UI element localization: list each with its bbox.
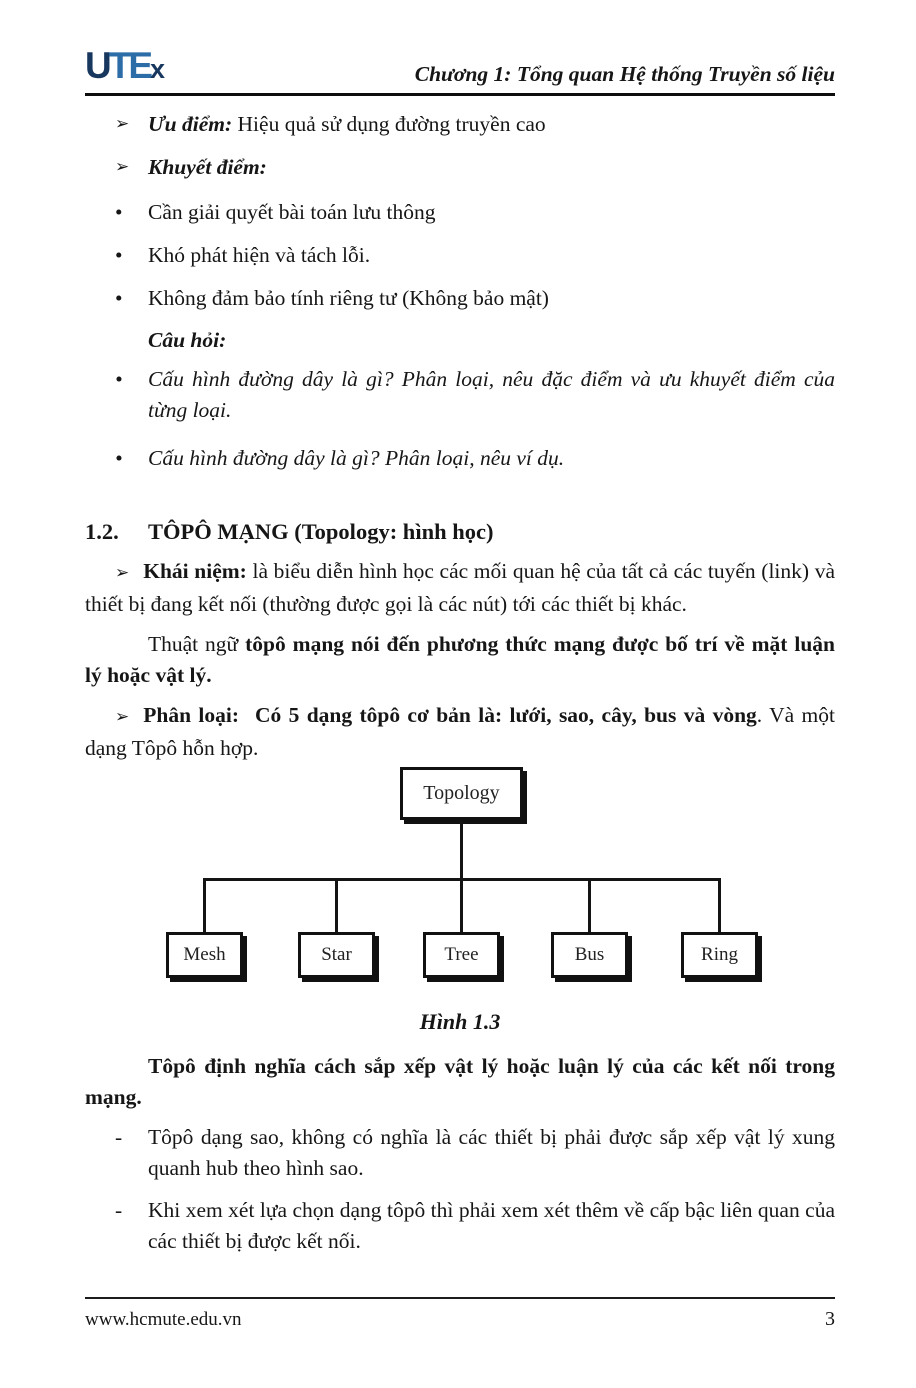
page-footer: www.hcmute.edu.vn 3 [85, 1297, 835, 1331]
disc-bullet-icon: • [115, 243, 123, 267]
classification-bold-text: Có 5 dạng tôpô cơ bản là: lưới, sao, cây… [255, 703, 757, 727]
classification-paragraph: ➢ Phân loại: Có 5 dạng tôpô cơ bản là: lướ… [85, 700, 835, 764]
term-paragraph: Thuật ngữ tôpô mạng nói đến phương thức … [85, 629, 835, 691]
questions-label: Câu hỏi: [148, 328, 227, 352]
term-lead: Thuật ngữ [148, 632, 246, 656]
diagram-root-node: Topology [400, 767, 523, 820]
concept-text: là biểu diễn hình học các mối quan hệ củ… [85, 559, 835, 616]
drawback-text: Không đảm bảo tính riêng tư (Không bảo m… [148, 286, 549, 310]
section-title: TÔPÔ MẠNG (Topology: hình học) [148, 519, 494, 544]
diagram-stub-line [460, 878, 463, 932]
dash-bullet: - [115, 1125, 123, 1149]
disc-bullet-icon: • [115, 286, 123, 310]
logo-part-te: TE [108, 45, 153, 86]
advantage-label: Ưu điểm: [148, 112, 233, 136]
arrow-bullet-icon: ➢ [115, 563, 130, 583]
classification-label: Phân loại: [143, 703, 239, 727]
logo-part-u: U [85, 45, 112, 86]
arrow-bullet-icon: ➢ [115, 114, 130, 134]
note-text: Tôpô dạng sao, không có nghĩa là các thi… [148, 1125, 835, 1180]
diagram-node-ring: Ring [681, 932, 758, 978]
page-header: UTEx Chương 1: Tổng quan Hệ thống Truyền… [85, 0, 835, 96]
classification-normal-text: . Và một dạng Tôpô hỗn hợp. [85, 703, 835, 760]
diagram-stub-line [203, 878, 206, 932]
section-heading: 1.2. TÔPÔ MẠNG (Topology: hình học) [85, 515, 835, 548]
advantage-item: ➢ Ưu điểm: Hiệu quả sử dụng đường truyền … [85, 109, 835, 140]
chapter-title: Chương 1: Tổng quan Hệ thống Truyền số l… [414, 62, 835, 86]
drawback-text: Khó phát hiện và tách lỗi. [148, 243, 371, 267]
concept-label: Khái niệm: [143, 559, 247, 583]
section-number: 1.2. [85, 519, 119, 544]
questions-heading: Câu hỏi: [85, 325, 835, 356]
drawback-text: Cần giải quyết bài toán lưu thông [148, 200, 436, 224]
diagram-node-tree: Tree [423, 932, 500, 978]
arrow-bullet-icon: ➢ [115, 157, 130, 177]
question-item: • Cấu hình đường dây là gì? Phân loại, nê… [85, 443, 835, 474]
diagram-node-mesh: Mesh [166, 932, 243, 978]
diagram-node-bus: Bus [551, 932, 628, 978]
disc-bullet-icon: • [115, 446, 123, 470]
diagram-stub-line [588, 878, 591, 932]
question-text: Cấu hình đường dây là gì? Phân loại, nêu… [148, 367, 835, 422]
drawback-heading: ➢ Khuyết điểm: [85, 152, 835, 183]
drawback-item: • Cần giải quyết bài toán lưu thông [85, 197, 835, 228]
disc-bullet-icon: • [115, 200, 123, 224]
dash-bullet: - [115, 1198, 123, 1222]
figure-caption: Hình 1.3 [419, 1009, 501, 1034]
drawback-item: • Khó phát hiện và tách lỗi. [85, 240, 835, 271]
page-number: 3 [825, 1308, 835, 1330]
diagram-node-star: Star [298, 932, 375, 978]
footer-url: www.hcmute.edu.vn [85, 1309, 242, 1330]
drawback-item: • Không đảm bảo tính riêng tư (Không bảo … [85, 283, 835, 314]
term-bold-text: tôpô mạng nói đến phương thức mạng được … [85, 632, 836, 687]
question-item: • Cấu hình đường dây là gì? Phân loại, nê… [85, 364, 835, 426]
utex-logo: UTEx [85, 45, 165, 89]
diagram-stub-line [718, 878, 721, 932]
note-item: - Tôpô dạng sao, không có nghĩa là các th… [85, 1122, 835, 1184]
question-text: Cấu hình đường dây là gì? Phân loại, nêu… [148, 446, 565, 470]
disc-bullet-icon: • [115, 367, 123, 391]
diagram-trunk-line [460, 820, 463, 880]
logo-part-x: x [150, 54, 165, 84]
definition-paragraph: Tôpô định nghĩa cách sắp xếp vật lý hoặc… [85, 1054, 835, 1109]
topology-diagram: Topology Mesh Star Tree Bus Ring [85, 767, 835, 978]
note-text: Khi xem xét lựa chọn dạng tôpô thì phải … [148, 1198, 835, 1253]
advantage-text: Hiệu quả sử dụng đường truyền cao [232, 112, 546, 136]
arrow-bullet-icon: ➢ [115, 707, 130, 727]
note-item: - Khi xem xét lựa chọn dạng tôpô thì phải… [85, 1195, 835, 1257]
drawback-label: Khuyết điểm: [148, 155, 267, 179]
diagram-stub-line [335, 878, 338, 932]
concept-paragraph: ➢ Khái niệm: là biểu diễn hình học các mố… [85, 556, 835, 620]
